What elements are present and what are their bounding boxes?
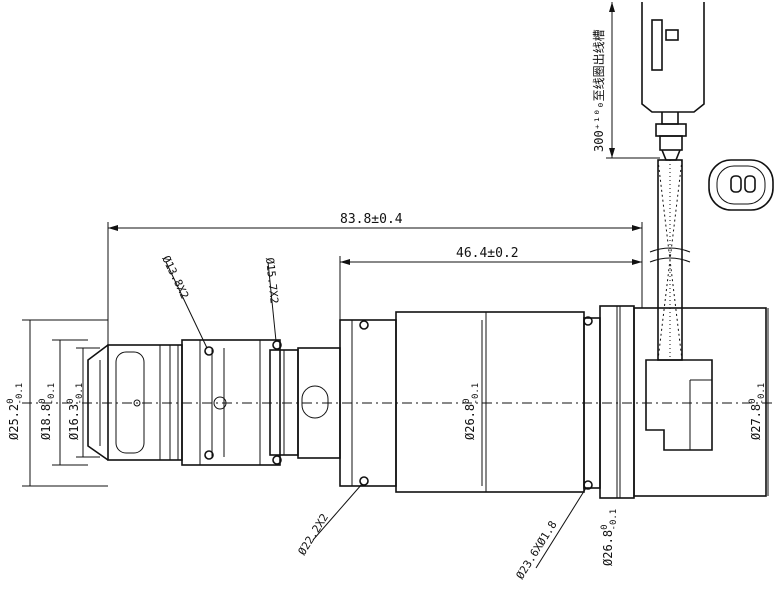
dia-26-8-mid-label: Ø26.80-0.1: [462, 383, 481, 440]
dia-27-8-label: Ø27.80-0.1: [748, 383, 767, 440]
valve-body: [339, 305, 635, 499]
connector-face: [708, 159, 774, 211]
seal-zone-1: [181, 339, 299, 466]
dim-overall: [107, 222, 643, 345]
dim-overall-label: 83.8±0.4: [340, 212, 403, 227]
cable: [649, 159, 691, 361]
connector: [641, 2, 705, 161]
dim-body-label: 46.4±0.2: [456, 246, 519, 261]
dia-25-2-label: Ø25.20-0.1: [6, 383, 25, 440]
oring-1-label: Ø13.8X2: [159, 254, 191, 301]
dia-left-lines: [22, 306, 769, 498]
oring-4-label: Ø23.6XØ1.8: [514, 519, 560, 582]
dim-body: [339, 256, 642, 320]
o-ring-leaders: [165, 261, 587, 569]
cable-length-label: 300⁺¹⁰₀至线圈出线槽: [592, 29, 606, 152]
oring-3-label: Ø22.2X2: [296, 511, 332, 557]
dia-18-8-label: Ø18.80-0.1: [38, 383, 57, 440]
o-ring-markers: [204, 316, 593, 490]
dia-26-8-low-label: Ø26.80-0.1: [600, 509, 619, 566]
dia-16-3-label: Ø16.30-0.1: [66, 383, 85, 440]
oring-2-label: Ø15.7X2: [263, 257, 281, 304]
coil-housing: [633, 307, 767, 497]
